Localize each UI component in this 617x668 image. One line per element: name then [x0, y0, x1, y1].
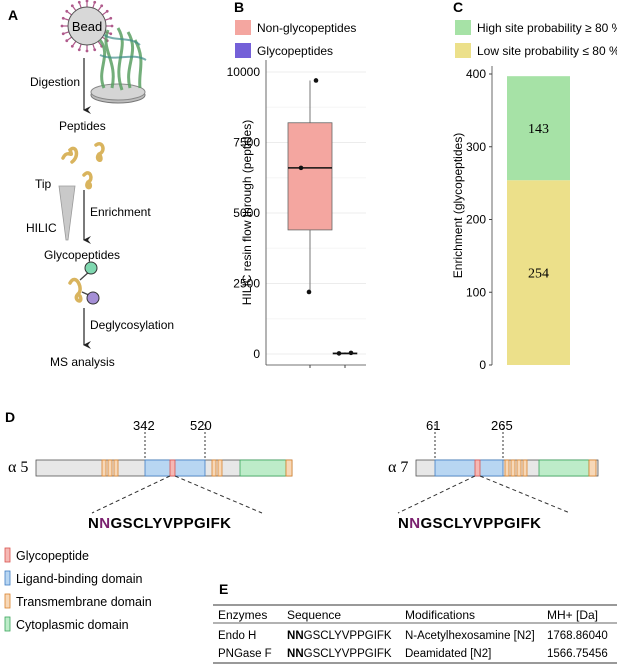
table-header-sequence: Sequence — [287, 608, 341, 622]
table-row: PNGase F NNGSCLYVPPGIFK Deamidated [N2] … — [218, 648, 608, 660]
tip-label: Tip — [35, 177, 52, 191]
legend-label: Non-glycopeptides — [257, 21, 356, 35]
panel-label-d: D — [5, 409, 15, 425]
y-axis-label: Enrichment (glycopeptides) — [451, 133, 465, 278]
legend-swatch — [455, 20, 471, 35]
alpha7-domain-map: α 7 61 265 NNGSCLYVPPGIFK — [388, 418, 599, 532]
panel-label-e: E — [219, 581, 228, 597]
y-tick-label: 7500 — [233, 136, 260, 150]
tip-icon — [58, 185, 76, 241]
data-point — [306, 289, 312, 295]
legend-swatch — [4, 593, 11, 609]
receptor-protein-icon — [90, 27, 147, 104]
y-tick-label: 2500 — [233, 277, 260, 291]
peptides-label: Peptides — [59, 119, 106, 133]
stacked-bar-segment — [507, 76, 570, 181]
table-header-mh: MH+ [Da] — [547, 608, 598, 622]
alpha7-glyco-sequence: NNGSCLYVPPGIFK — [398, 515, 541, 532]
data-point — [298, 165, 304, 171]
legend-swatch — [4, 616, 11, 632]
panel-label-a: A — [8, 7, 18, 23]
alpha5-end-residue: 520 — [190, 418, 212, 433]
y-tick-label: 100 — [466, 285, 486, 299]
legend-swatch — [235, 43, 251, 58]
alpha7-glycopeptide-site — [474, 459, 481, 477]
panel-label-c: C — [453, 0, 463, 15]
y-tick-label: 200 — [466, 213, 486, 227]
y-tick-label: 5000 — [233, 206, 260, 220]
alpha5-start-residue: 342 — [133, 418, 155, 433]
y-tick-label: 300 — [466, 140, 486, 154]
alpha5-label: α 5 — [8, 459, 28, 476]
alpha5-glyco-sequence: NNGSCLYVPPGIFK — [88, 515, 231, 532]
legend-label: High site probability ≥ 80 % — [477, 21, 617, 35]
alpha7-end-residue: 265 — [491, 418, 513, 433]
box-iqr — [287, 122, 333, 231]
hilic-label: HILIC — [26, 221, 57, 235]
table-header-enzymes: Enzymes — [218, 608, 267, 622]
y-axis-label: HILIC resin flow through (peptides) — [240, 120, 254, 305]
bar-data-label: 254 — [528, 267, 549, 282]
glycopeptides-label: Glycopeptides — [44, 248, 120, 262]
alpha7-label: α 7 — [388, 459, 408, 476]
data-point — [336, 351, 342, 356]
glycopeptide-icon — [68, 261, 100, 305]
table-header-modifications: Modifications — [405, 608, 475, 622]
legend-swatch — [235, 20, 251, 35]
y-tick-label: 0 — [479, 358, 486, 372]
bar-data-label: 143 — [528, 122, 549, 137]
legend-swatch — [4, 547, 11, 563]
data-point — [313, 78, 319, 83]
svg-text:1566.75456: 1566.75456 — [547, 648, 608, 660]
legend-swatch — [4, 570, 11, 586]
legend-swatch — [455, 43, 471, 58]
y-tick-label: 10000 — [227, 65, 261, 79]
svg-text:Endo H: Endo H — [218, 630, 256, 642]
results-table: Enzymes Sequence Modifications MH+ [Da] … — [213, 604, 617, 664]
alpha5-glycopeptide-site — [169, 459, 176, 477]
alpha7-cytoplasmic-domain — [538, 459, 590, 477]
svg-text:PNGase F: PNGase F — [218, 648, 272, 660]
enrichment-barchart: High site probability ≥ 80 % Low site pro… — [451, 20, 617, 372]
legend-label: Glycopeptides — [257, 44, 333, 58]
alpha5-domain-map: α 5 342 520 NNGSCLYVPPGIFK — [8, 418, 293, 532]
svg-text:1768.86040: 1768.86040 — [547, 630, 608, 642]
panel-label-b: B — [234, 0, 244, 15]
legend-label: Ligand-binding domain — [16, 572, 143, 586]
legend-label: Glycopeptide — [16, 549, 89, 563]
table-row: Endo H NNGSCLYVPPGIFK N-Acetylhexosamine… — [218, 630, 608, 642]
bead-label: Bead — [72, 19, 102, 34]
deglycosylation-label: Deglycosylation — [90, 318, 174, 332]
peptides-icon — [61, 142, 105, 190]
legend-label: Transmembrane domain — [16, 595, 152, 609]
alpha7-start-residue: 61 — [426, 418, 440, 433]
legend-label: Cytoplasmic domain — [16, 618, 129, 632]
alpha7-ligand-binding-domain — [434, 459, 504, 477]
stacked-bar-segment — [507, 180, 570, 365]
svg-text:N-Acetylhexosamine [N2]: N-Acetylhexosamine [N2] — [405, 630, 535, 642]
data-point — [348, 350, 354, 356]
svg-text:Deamidated [N2]: Deamidated [N2] — [405, 648, 491, 660]
ms-analysis-label: MS analysis — [50, 355, 115, 369]
alpha5-cytoplasmic-domain — [239, 459, 287, 477]
bead-icon: Bead — [60, 0, 114, 53]
y-tick-label: 0 — [253, 347, 260, 361]
digestion-label: Digestion — [30, 75, 80, 89]
y-tick-label: 400 — [466, 67, 486, 81]
svg-text:NNGSCLYVPPGIFK: NNGSCLYVPPGIFK — [287, 648, 392, 660]
enrichment-label: Enrichment — [90, 205, 151, 219]
legend-label: Low site probability ≤ 80 % — [477, 44, 617, 58]
svg-text:NNGSCLYVPPGIFK: NNGSCLYVPPGIFK — [287, 630, 392, 642]
